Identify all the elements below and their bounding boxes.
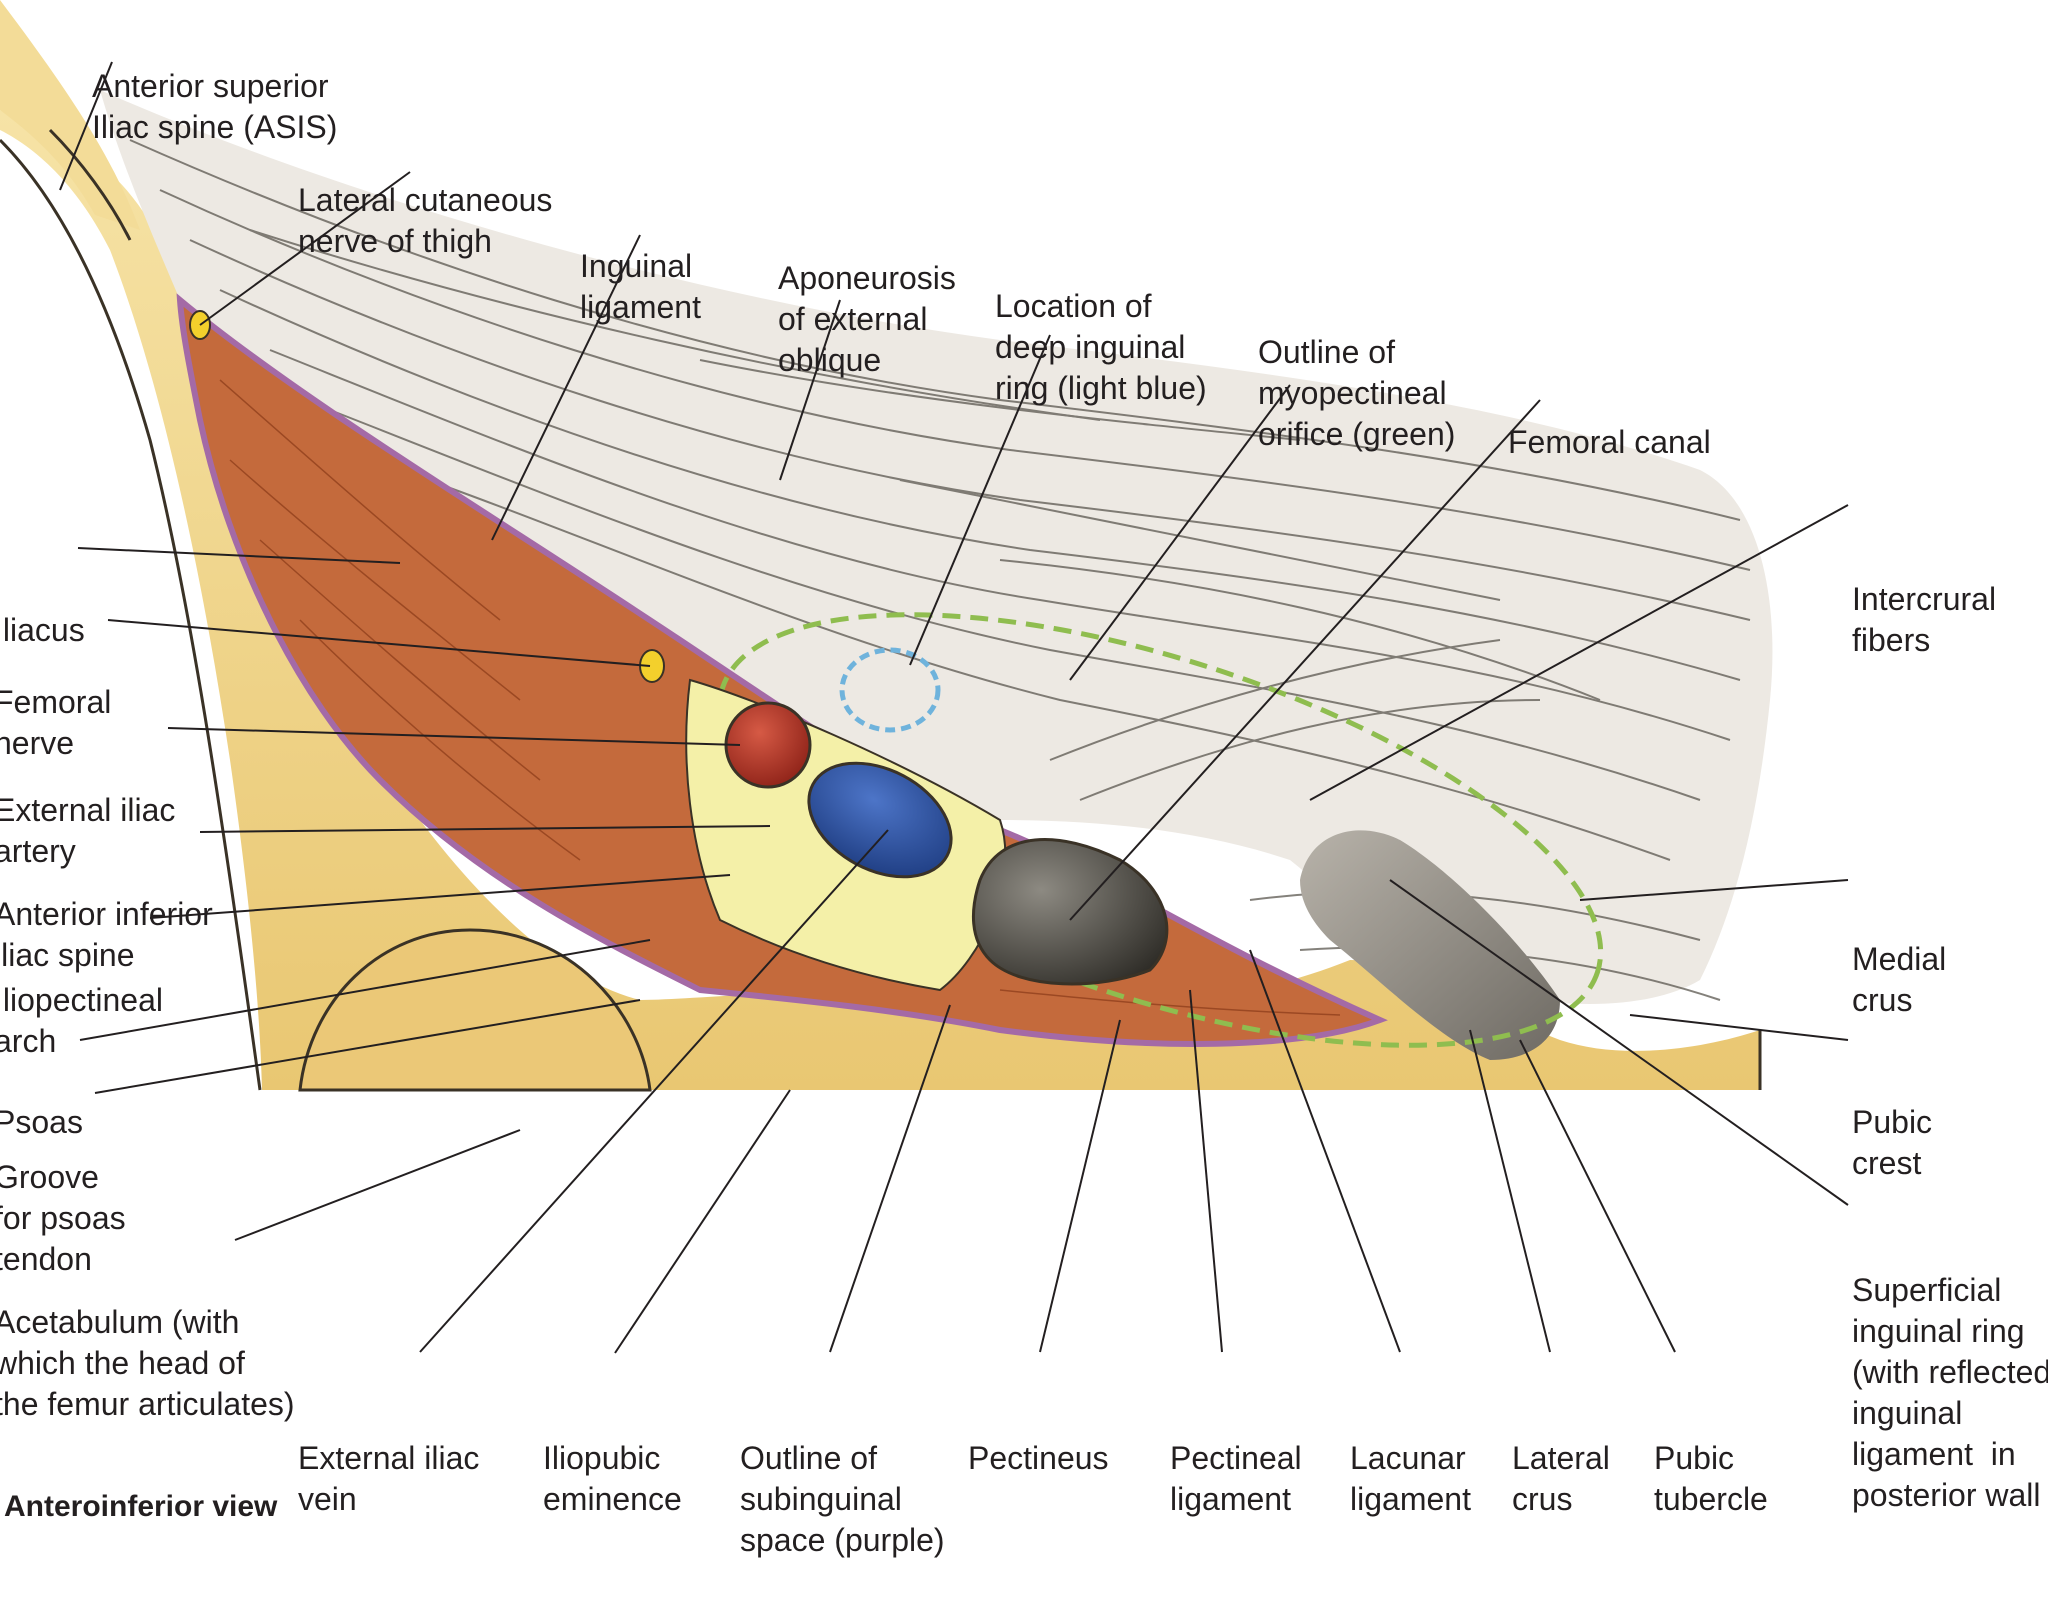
- anatomy-illustration: [0, 0, 1849, 1354]
- superficial-ring: [1300, 830, 1560, 1060]
- femoral-canal: [971, 838, 1169, 986]
- label-iliacus: Iliacus: [0, 612, 85, 648]
- deep-ring-outline: [839, 647, 941, 733]
- myopectineal-outline: [716, 612, 1604, 1048]
- label-femoral-canal: Femoral canal: [1508, 424, 1711, 460]
- label-pectineus: Pectineus: [968, 1440, 1109, 1476]
- acetabulum: [298, 928, 652, 1092]
- label-psoas: Psoas: [0, 1104, 83, 1140]
- figure-caption: Anteroinferior view: [4, 1490, 278, 1523]
- subinguinal-space: [176, 293, 1388, 1047]
